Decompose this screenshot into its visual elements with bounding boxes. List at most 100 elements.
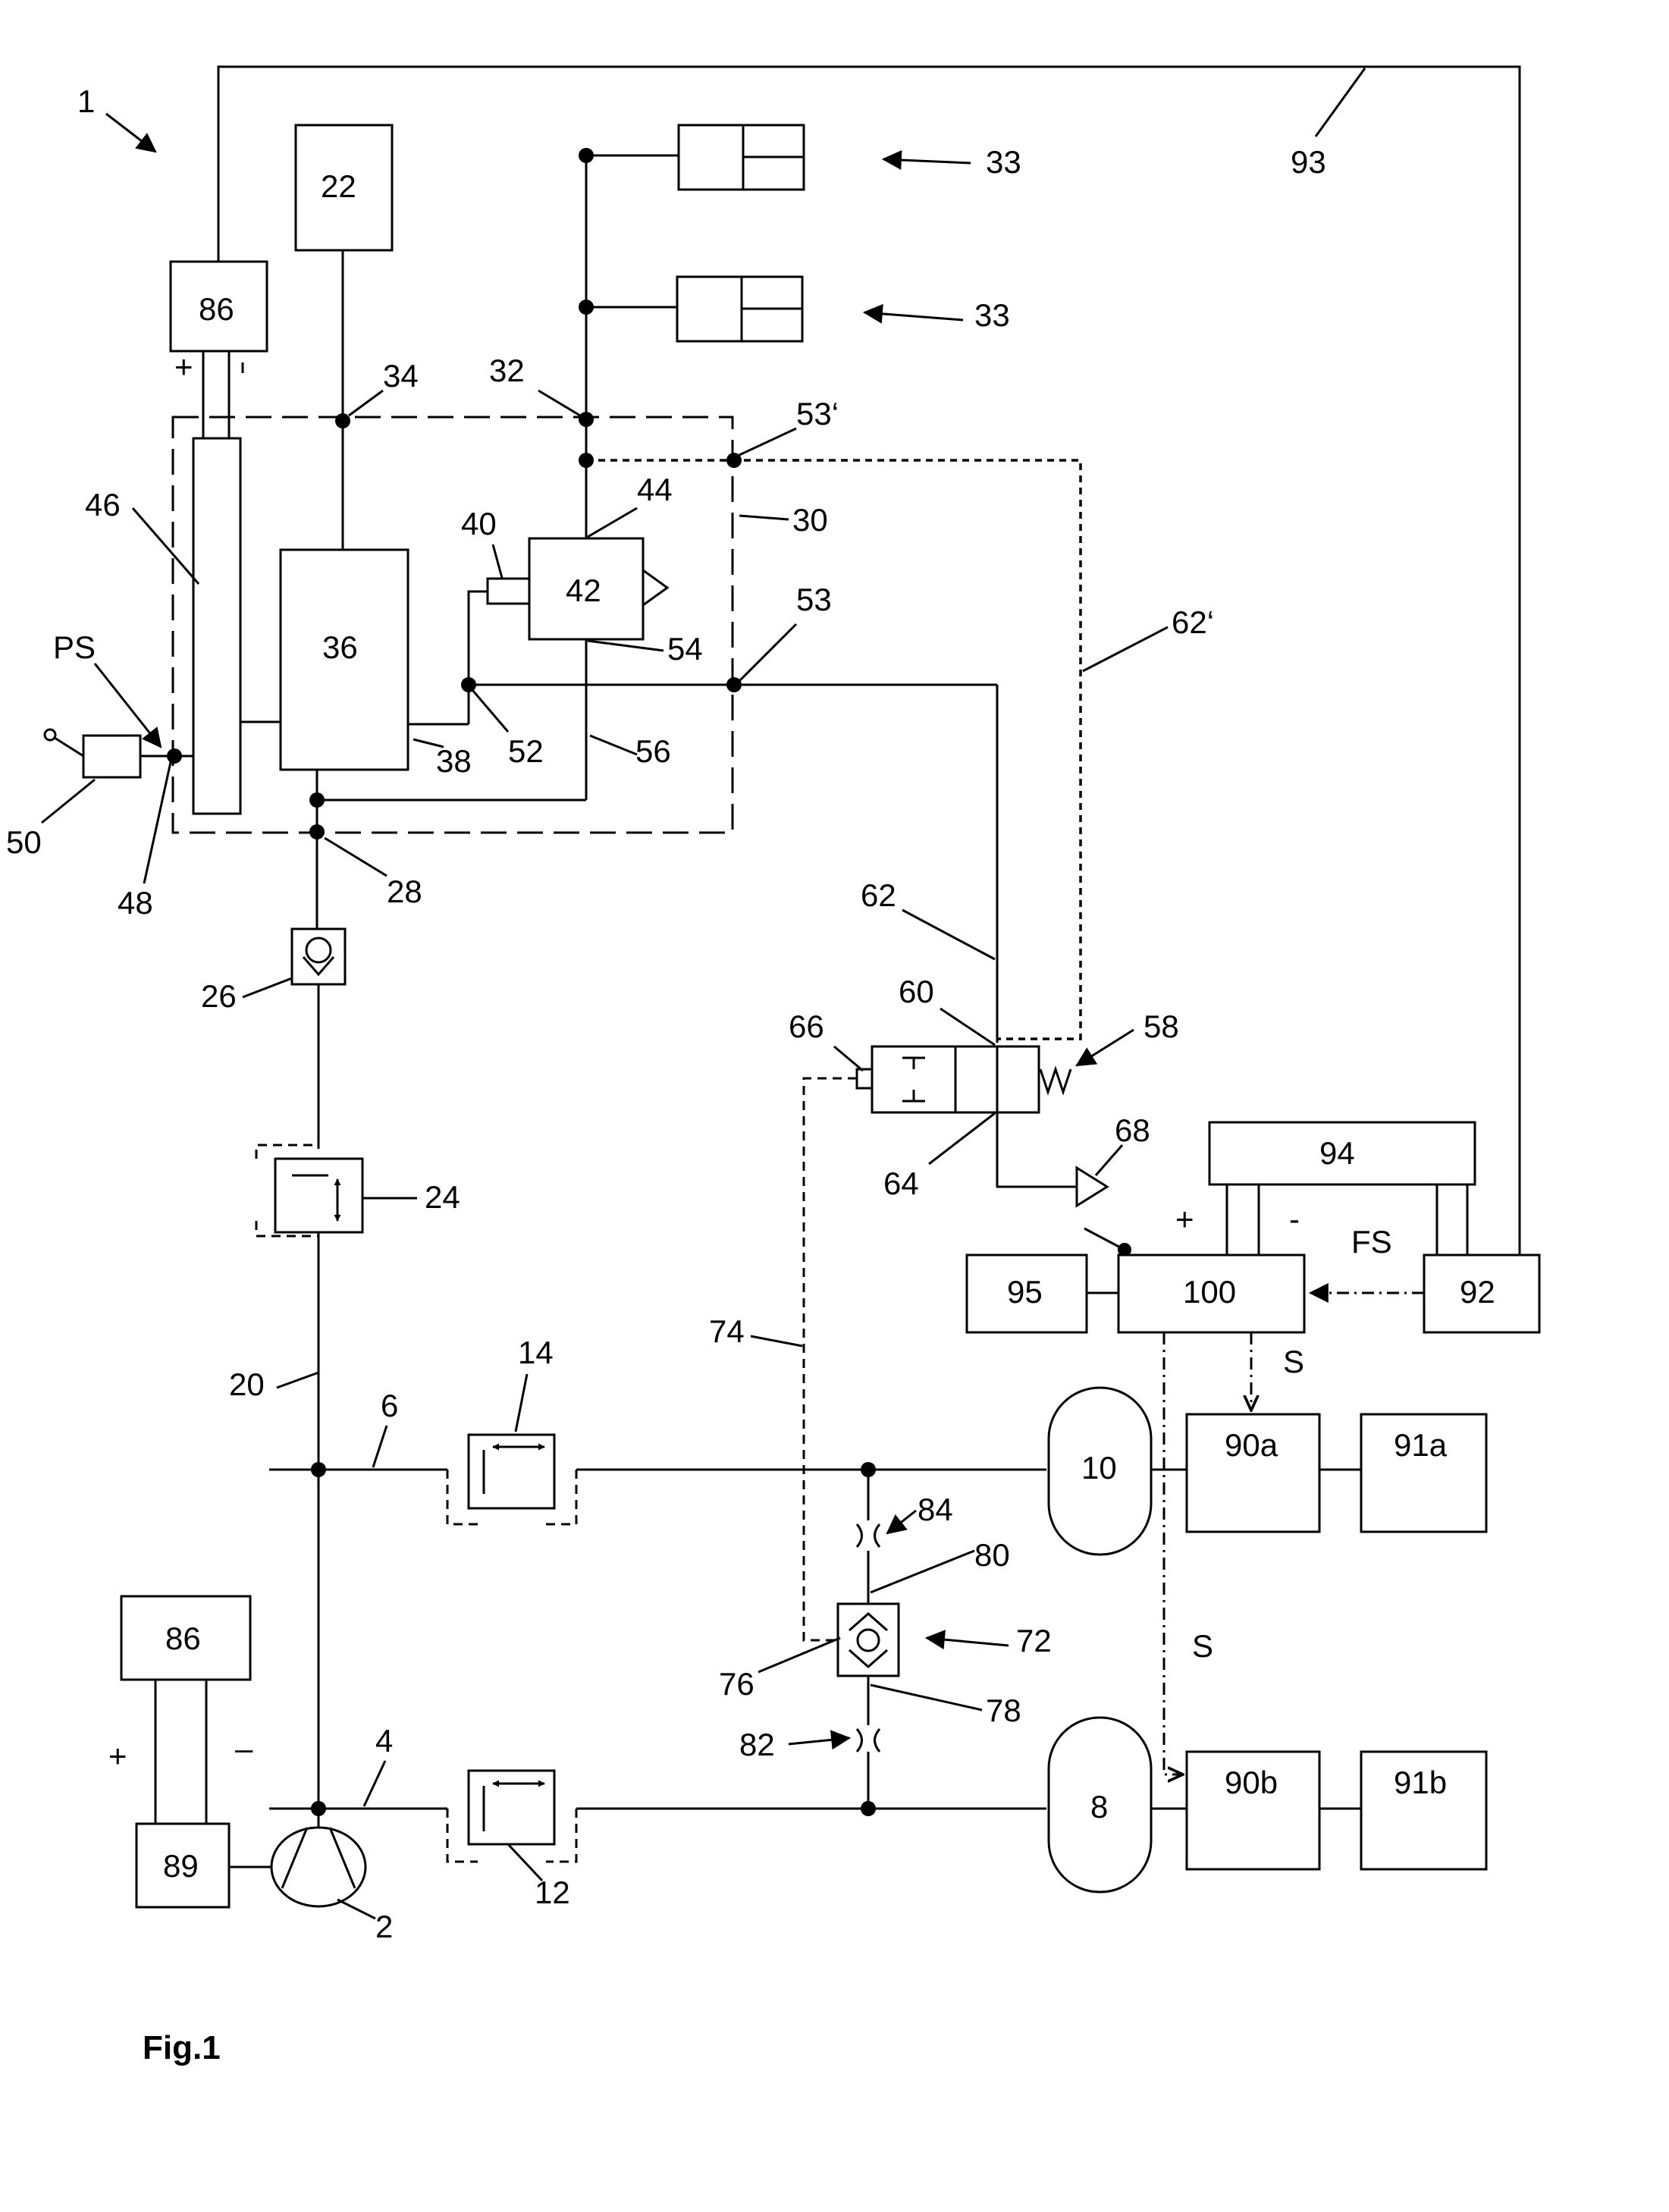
label-100: 100	[1183, 1274, 1236, 1310]
leader-68	[1094, 1144, 1124, 1176]
label-FS: FS	[1351, 1224, 1392, 1260]
box-91a	[1360, 1413, 1488, 1533]
leader-32	[538, 389, 581, 417]
valve-58-spring	[1039, 1065, 1072, 1096]
line-93	[217, 65, 1521, 1255]
label-32: 32	[489, 353, 525, 388]
leader-46	[131, 507, 200, 585]
label-4: 4	[375, 1723, 393, 1759]
arrow-33b	[862, 303, 964, 324]
arrow-72	[924, 1630, 1009, 1650]
label-plus-top: +	[174, 349, 193, 384]
arrow-84	[886, 1509, 917, 1535]
box-100	[1117, 1253, 1306, 1334]
component-40	[486, 577, 531, 605]
label-plus-bottom: +	[108, 1738, 127, 1774]
label-53p: 53‘	[796, 396, 839, 431]
valve-12-dashed-frame	[446, 1809, 578, 1863]
label-64: 64	[883, 1166, 919, 1201]
valve-24-dashed-frame	[255, 1144, 318, 1238]
leader-78	[870, 1683, 983, 1712]
label-90b: 90b	[1225, 1765, 1278, 1800]
label-72: 72	[1016, 1623, 1052, 1658]
box-86-bottom	[120, 1595, 252, 1681]
arrow-58	[1075, 1028, 1134, 1067]
box-95	[965, 1253, 1088, 1334]
label-14: 14	[518, 1335, 554, 1370]
label-91b: 91b	[1394, 1765, 1447, 1800]
label-46: 46	[85, 487, 121, 522]
label-68: 68	[1115, 1112, 1150, 1148]
node-48	[167, 748, 182, 764]
label-26: 26	[201, 978, 237, 1014]
node-cyl-b	[579, 300, 594, 315]
node-56-36	[309, 792, 325, 808]
label-58: 58	[1144, 1009, 1179, 1044]
module-30-boundary	[171, 416, 734, 834]
label-54: 54	[667, 631, 703, 667]
label-92: 92	[1460, 1274, 1495, 1310]
label-48: 48	[118, 885, 153, 921]
leader-64	[928, 1112, 996, 1166]
label-minus-bottom: –	[235, 1730, 253, 1766]
tank-10	[1047, 1386, 1153, 1556]
label-44: 44	[637, 472, 673, 507]
leader-38	[413, 738, 444, 748]
label-93: 93	[1291, 144, 1326, 180]
label-95: 95	[1007, 1274, 1043, 1310]
box-92	[1423, 1253, 1541, 1334]
switch-95	[1084, 1227, 1125, 1251]
box-90b	[1185, 1750, 1321, 1871]
label-plus-94: +	[1175, 1201, 1194, 1237]
leader-56	[589, 734, 638, 756]
box-90a	[1185, 1413, 1321, 1533]
sensor-50	[82, 734, 142, 779]
leader-52	[471, 689, 510, 733]
label-33a: 33	[986, 144, 1021, 180]
leader-53	[738, 623, 798, 682]
component-46	[192, 437, 242, 815]
label-66: 66	[789, 1009, 824, 1044]
leader-74	[750, 1335, 803, 1348]
arrow-82	[788, 1730, 852, 1750]
box-86-top	[169, 260, 268, 353]
node-6	[311, 1462, 326, 1477]
leader-14	[514, 1373, 529, 1432]
valve-58-left	[871, 1045, 957, 1114]
shuttle-valve-72-seat-bot	[849, 1649, 888, 1668]
label-40: 40	[461, 506, 497, 541]
arrow-PS	[93, 663, 162, 748]
label-62p: 62‘	[1172, 604, 1214, 640]
line-62p	[586, 459, 1082, 1040]
valve-14-dashed-frame	[446, 1470, 578, 1526]
label-12: 12	[535, 1875, 570, 1910]
check-valve-26-ball	[305, 937, 332, 964]
valve-58-block-bot	[902, 1090, 925, 1103]
label-8: 8	[1090, 1789, 1108, 1825]
control-line-74	[802, 1077, 857, 1642]
node-34	[335, 413, 350, 428]
label-22: 22	[321, 168, 356, 204]
label-20: 20	[229, 1366, 265, 1402]
sensor-50-stem	[54, 736, 84, 758]
node-32	[579, 412, 594, 427]
box-94	[1208, 1121, 1476, 1186]
leader-2	[337, 1898, 376, 1920]
exhaust-68	[1075, 1166, 1109, 1208]
arrow-33a	[881, 150, 971, 171]
label-91a: 91a	[1394, 1427, 1448, 1463]
label-76: 76	[719, 1666, 755, 1702]
leader-93	[1314, 67, 1366, 137]
check-valve-26-seat	[302, 956, 335, 977]
leader-60	[940, 1007, 996, 1046]
node-78-bottom	[861, 1801, 876, 1816]
label-10: 10	[1081, 1450, 1117, 1486]
leader-44	[587, 507, 638, 538]
line-40-52	[467, 590, 488, 685]
node-28	[309, 824, 325, 839]
signal-S-90b	[1162, 1332, 1183, 1774]
label-56: 56	[635, 733, 671, 769]
valve-12	[467, 1769, 556, 1846]
valve-58-block-top	[902, 1056, 925, 1069]
label-minus-94: -	[1289, 1201, 1300, 1237]
